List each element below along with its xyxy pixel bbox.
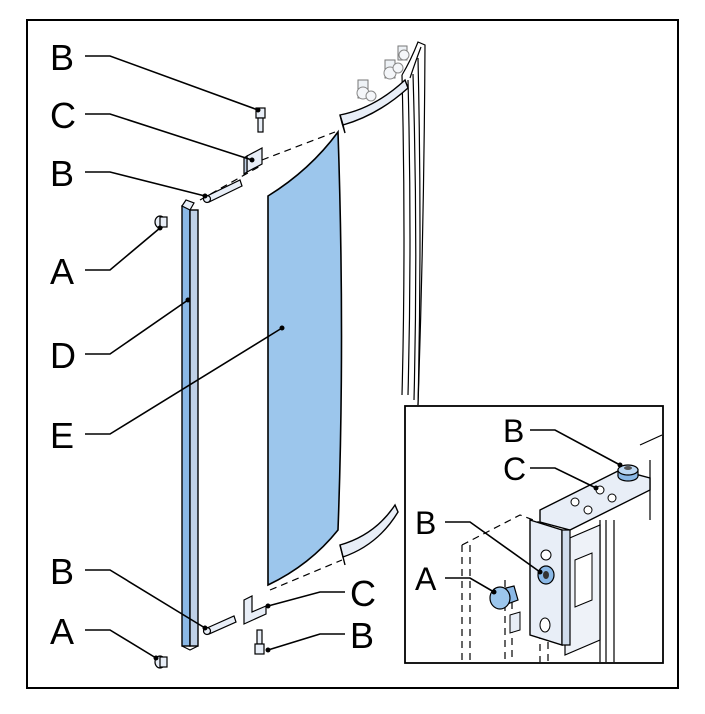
screw-icon [255,107,266,133]
inset-label-a: A [415,561,437,597]
label-e: E [50,415,74,456]
label-b-top: B [50,37,74,78]
glass-panel-e [267,129,343,587]
roller-icon [397,45,410,61]
label-b-lower: B [50,551,74,592]
label-d: D [50,335,76,376]
label-c-lower: C [350,573,376,614]
shower-frame [339,41,426,566]
roller-icon [356,79,377,102]
inset-label-c: C [503,451,526,487]
hinge-bracket-icon [243,595,267,625]
screw-icon [537,565,555,585]
label-c-top: C [50,95,76,136]
screw-icon [202,179,243,204]
detail-inset: B C B A [404,405,664,664]
roller-icon [383,59,404,80]
label-a-lower: A [50,611,74,652]
label-b-upper: B [50,153,74,194]
side-profile-d [181,199,199,651]
screw-icon [617,464,639,482]
inset-label-b-top: B [503,413,524,449]
diagram-frame [26,19,679,689]
label-a-upper: A [50,251,74,292]
label-b-bottom: B [350,615,374,656]
inset-label-b-mid: B [415,505,436,541]
screw-icon [202,615,237,636]
screw-icon [254,629,265,655]
